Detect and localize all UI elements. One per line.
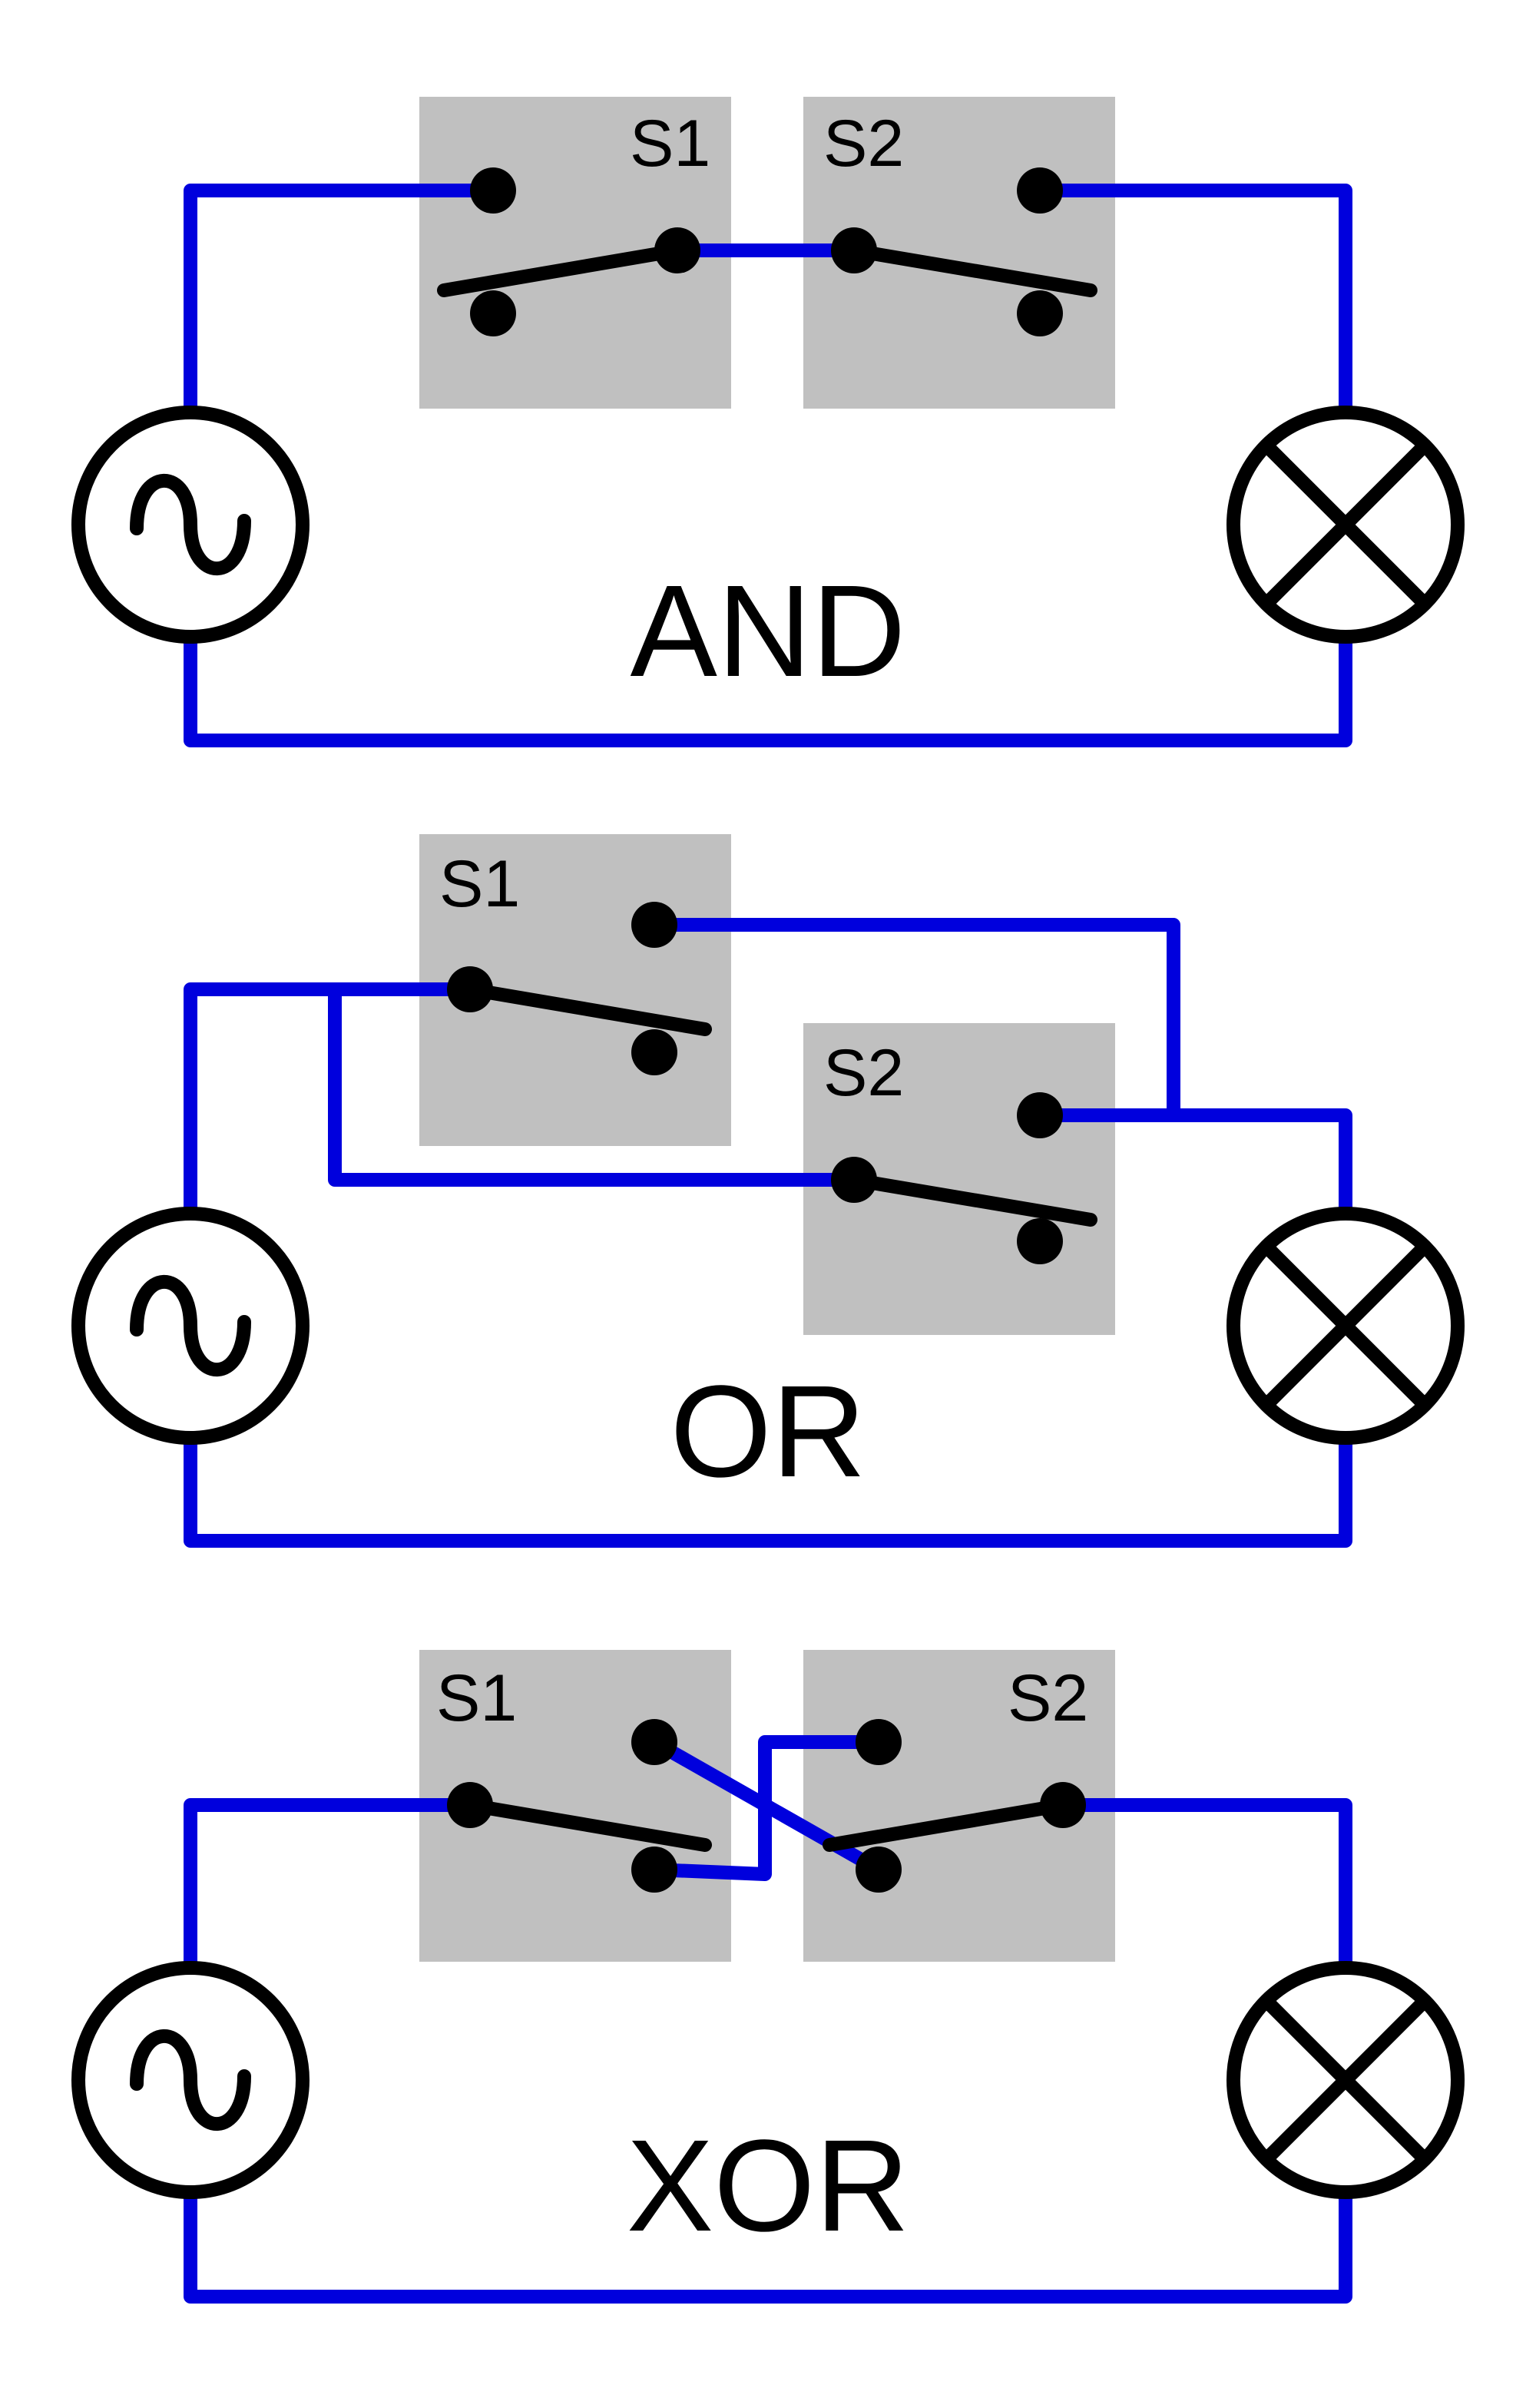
xor-s1-contact-top [631,1719,677,1765]
xor-wire-cross-bottom [647,1735,886,1881]
or-s1-label: S1 [439,847,520,921]
xor-s2-contact-bottom [856,1847,902,1893]
xor-s2-lever [823,1798,1070,1852]
or-s1-lever [463,982,712,1036]
or-s2-lever [847,1173,1097,1227]
xor-s1-lever [463,1798,712,1852]
and-s1-contact-bottom [470,290,516,336]
or-wire-s1-output [647,918,1180,1122]
or-wire-return [184,1436,1352,1548]
and-s1-contact-top [470,167,516,214]
and-s2-contact-top [1017,167,1063,214]
or-wire-source-to-s1 [184,982,477,1216]
and-s1-lever [437,243,684,297]
or-s2-contact-top [1017,1092,1063,1138]
xor-s2-label: S2 [1008,1661,1088,1735]
or-s2-label: S2 [823,1036,904,1110]
or-wire-branch-to-s2 [328,982,861,1187]
xor-wire-s2-to-lamp [1056,1798,1352,1969]
and-s1-pivot [654,227,700,273]
xor-s1-contact-bottom [631,1847,677,1893]
and-circuit: S1 S2 AND [71,97,1465,747]
or-s1-contact-top [631,902,677,948]
and-wire-source-to-s1 [184,184,500,414]
xor-circuit: S1 S2 XOR [71,1650,1465,2304]
xor-s2-pivot [1040,1782,1086,1828]
lamp-icon [1226,1961,1465,2199]
and-s2-lever [847,243,1097,297]
or-s2-pivot [831,1157,877,1203]
or-s1-pivot [447,966,493,1012]
or-gate-label: OR [670,1359,866,1505]
and-s2-pivot [831,227,877,273]
xor-s2-contact-top [856,1719,902,1765]
and-wire-return [184,635,1352,747]
ac-source-icon [71,1207,310,1445]
xor-gate-label: XOR [627,2113,909,2259]
or-s1-contact-bottom [631,1029,677,1075]
and-wire-s2-to-lamp [1033,184,1352,414]
and-s2-label: S2 [823,107,904,181]
lamp-icon [1226,406,1465,644]
and-s1-label: S1 [630,107,710,181]
and-gate-label: AND [631,558,906,704]
ac-source-icon [71,406,310,644]
or-s2-contact-bottom [1017,1218,1063,1264]
xor-wire-source-to-s1 [184,1798,477,1969]
xor-wire-return [184,2190,1352,2304]
or-circuit: S1 S2 OR [71,834,1465,1548]
or-wire-s2-to-lamp [1033,1108,1352,1216]
ac-source-icon [71,1961,310,2199]
lamp-icon [1226,1207,1465,1445]
and-s2-contact-bottom [1017,290,1063,336]
xor-s1-label: S1 [436,1661,517,1735]
xor-s1-pivot [447,1782,493,1828]
